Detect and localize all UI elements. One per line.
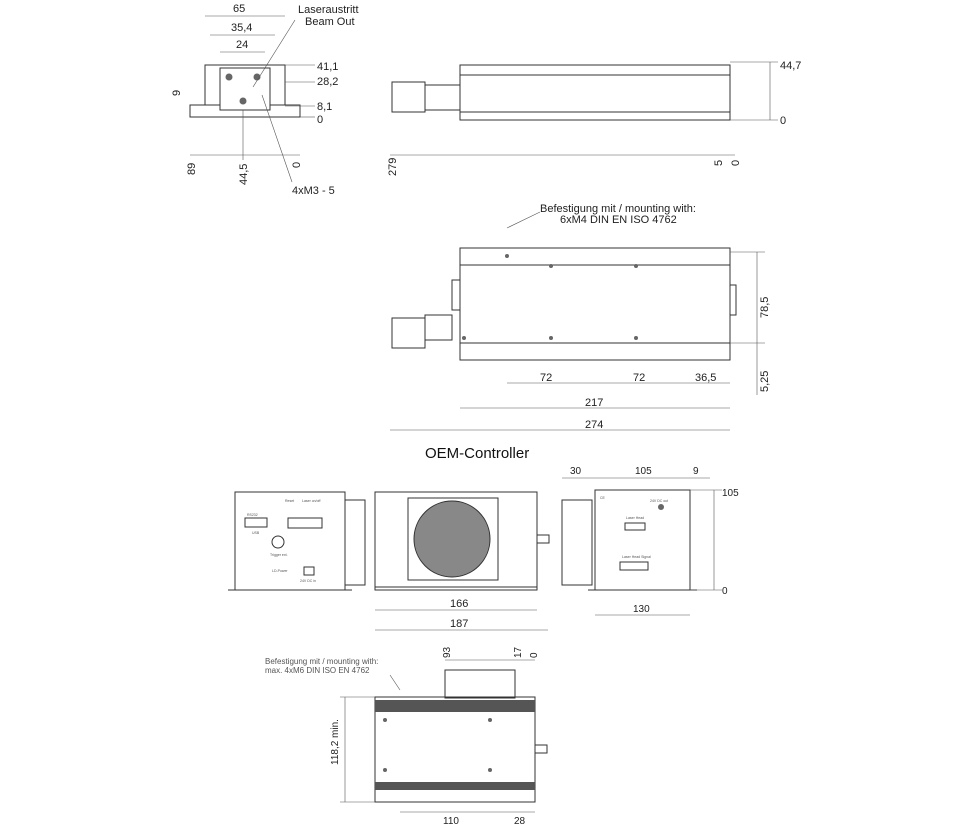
laser-head-side-view: 44,7 0 279 5 0 <box>387 60 801 176</box>
dim-36-5: 36,5 <box>695 372 716 384</box>
controller-bottom-view: Befestigung mit / mounting with: max. 4x… <box>265 646 548 827</box>
dim-35-4: 35,4 <box>231 22 252 34</box>
beam-out-label-de: Laseraustritt <box>298 4 359 16</box>
dim-0-bottom: 0 <box>291 162 303 168</box>
dim-72-a: 72 <box>540 372 552 384</box>
mounting-label-2: 6xM4 DIN EN ISO 4762 <box>560 214 677 226</box>
dim-93: 93 <box>442 646 453 658</box>
dim-9: 9 <box>693 466 699 477</box>
dim-130: 130 <box>633 604 650 615</box>
dim-118-2-min: 118,2 min. <box>330 719 341 765</box>
laser-head-top-view: Befestigung mit / mounting with: 6xM4 DI… <box>390 203 771 431</box>
dim-28: 28 <box>514 816 526 827</box>
dim-72-b: 72 <box>633 372 645 384</box>
beam-out-label-en: Beam Out <box>305 16 355 28</box>
controller-fan-view: 166 187 <box>374 491 550 631</box>
dim-0: 0 <box>722 586 728 597</box>
dim-24: 24 <box>236 39 248 51</box>
dim-9: 9 <box>171 90 183 96</box>
mounting-label-1: Befestigung mit / mounting with: <box>265 657 378 666</box>
thread-label: 4xM3 - 5 <box>292 185 335 197</box>
dim-217: 217 <box>585 397 603 409</box>
dim-78-5: 78,5 <box>759 297 771 318</box>
ce-mark: CE <box>600 496 606 500</box>
label-laser-head-signal: Laser Head Signal <box>622 555 651 559</box>
dim-89: 89 <box>186 163 198 175</box>
controller-front-panel: Reset Laser on/off RS232 USB Trigger ext… <box>228 491 366 591</box>
laser-head-front-view: 65 35,4 24 41,1 28,2 8,1 0 9 89 44,5 0 L… <box>171 3 359 197</box>
dim-28-2: 28,2 <box>317 76 338 88</box>
dim-105-top: 105 <box>635 466 652 477</box>
dim-0-right: 0 <box>730 160 742 166</box>
dim-0: 0 <box>529 652 540 658</box>
dim-8-1: 8,1 <box>317 101 332 113</box>
dim-44-7: 44,7 <box>780 60 801 72</box>
dim-274: 274 <box>585 419 603 431</box>
controller-title: OEM-Controller <box>425 445 529 462</box>
label-24v-out: 24V DC out <box>650 499 668 503</box>
mounting-label-1: Befestigung mit / mounting with: <box>540 203 696 215</box>
dim-30: 30 <box>570 466 582 477</box>
mounting-label-2: max. 4xM6 DIN ISO EN 4762 <box>265 666 370 675</box>
label-laser-head: Laser Head <box>626 516 644 520</box>
panel-label-usb: USB <box>252 531 260 535</box>
dim-41-1: 41,1 <box>317 61 338 73</box>
panel-label-rs232: RS232 <box>247 513 258 517</box>
dim-105-right: 105 <box>722 488 739 499</box>
panel-label-ld-power: LD-Power <box>272 569 288 573</box>
dim-279: 279 <box>387 158 399 176</box>
dim-166: 166 <box>450 598 468 610</box>
dim-110: 110 <box>443 816 459 827</box>
dim-65: 65 <box>233 3 245 15</box>
dim-5: 5 <box>713 160 725 166</box>
panel-label-reset: Reset <box>285 499 294 503</box>
controller-side-view: 30 105 9 105 0 130 CE 24V DC out Laser H… <box>561 466 739 616</box>
panel-label-laser: Laser on/off <box>302 499 320 503</box>
dim-0: 0 <box>780 115 786 127</box>
panel-label-trigger: Trigger ext. <box>270 553 288 557</box>
dim-0: 0 <box>317 114 323 126</box>
dim-44-5: 44,5 <box>238 164 250 185</box>
dim-187: 187 <box>450 618 468 630</box>
dim-5-25: 5,25 <box>759 371 771 392</box>
dim-17: 17 <box>513 646 524 658</box>
panel-label-24v: 24V DC in <box>300 579 316 583</box>
